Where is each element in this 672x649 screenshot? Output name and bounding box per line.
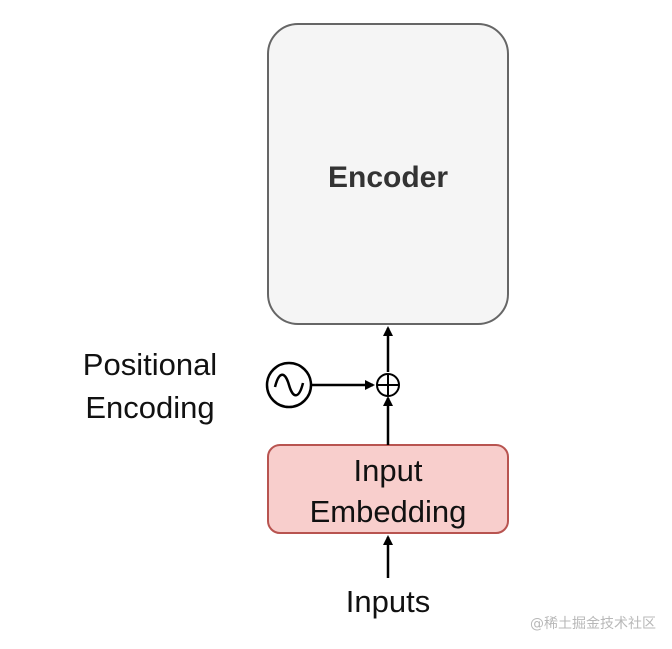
input-embedding-label-line2: Embedding (310, 494, 467, 529)
encoder-block (267, 23, 509, 325)
watermark: @稀土掘金技术社区 (530, 616, 656, 632)
positional-encoding-label-line2: Encoding (85, 390, 214, 425)
inputs-label: Inputs (346, 584, 430, 619)
positional-encoding-label-line1: Positional (83, 347, 217, 382)
sine-wave-circle-icon (265, 361, 313, 409)
encoder-label: Encoder (328, 161, 448, 194)
input-embedding-label-line1: Input (354, 453, 423, 488)
circle-plus-icon (376, 373, 400, 397)
